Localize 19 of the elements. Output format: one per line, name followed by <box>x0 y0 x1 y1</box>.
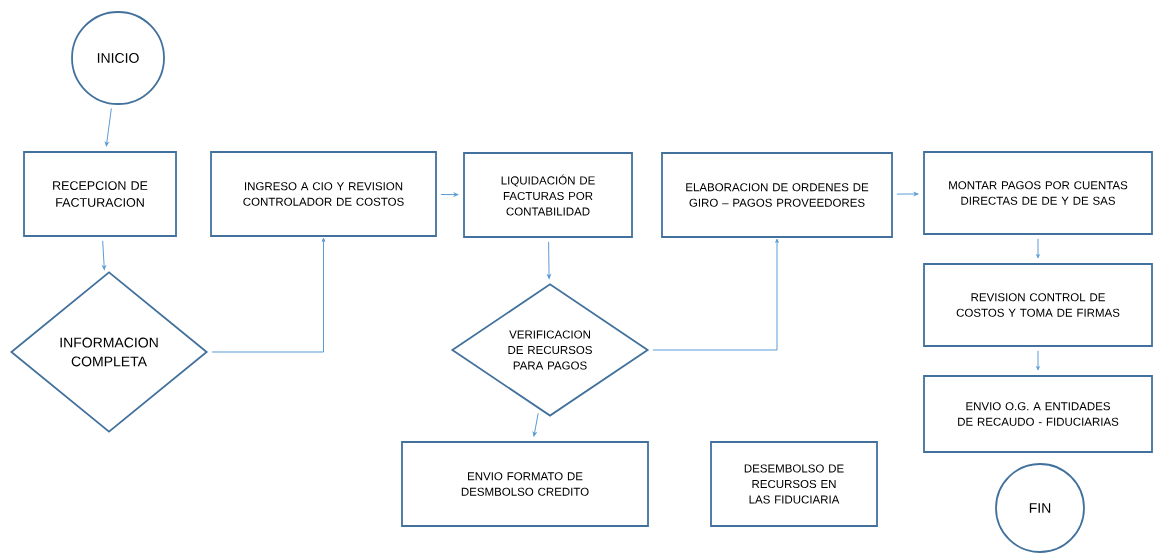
process-box: ENVIO O.G. A ENTIDADES DE RECAUDO - FIDUCIARIAS <box>923 375 1153 453</box>
process-box: RECEPCION DE FACTURACION <box>23 151 177 237</box>
process-box: ENVIO FORMATO DE DESMBOLSO CREDITO <box>401 441 649 527</box>
arrow <box>652 238 779 351</box>
arrow <box>532 412 539 437</box>
arrow <box>440 192 459 197</box>
arrow <box>211 237 326 353</box>
arrow <box>547 241 551 279</box>
process-box: MONTAR PAGOS POR CUENTAS DIRECTAS DE DE Y DE SAS <box>923 151 1153 235</box>
arrow <box>896 192 919 196</box>
process-box: INGRESO A CIO Y REVISION CONTROLADOR DE COSTOS <box>210 151 437 237</box>
arrow <box>1036 238 1040 259</box>
arrow <box>102 240 106 270</box>
process-box: DESEMBOLSO DE RECURSOS EN LAS FIDUCIARIA <box>710 441 878 527</box>
process-box: ELABORACION DE ORDENES DE GIRO – PAGOS PROVEEDORES <box>661 152 893 238</box>
arrow <box>1036 350 1040 371</box>
process-box: REVISION CONTROL DE COSTOS Y TOMA DE FIRMAS <box>923 263 1153 347</box>
process-box: LIQUIDACIÓN DE FACTURAS POR CONTABILIDAD <box>463 152 633 238</box>
arrow <box>104 107 112 147</box>
